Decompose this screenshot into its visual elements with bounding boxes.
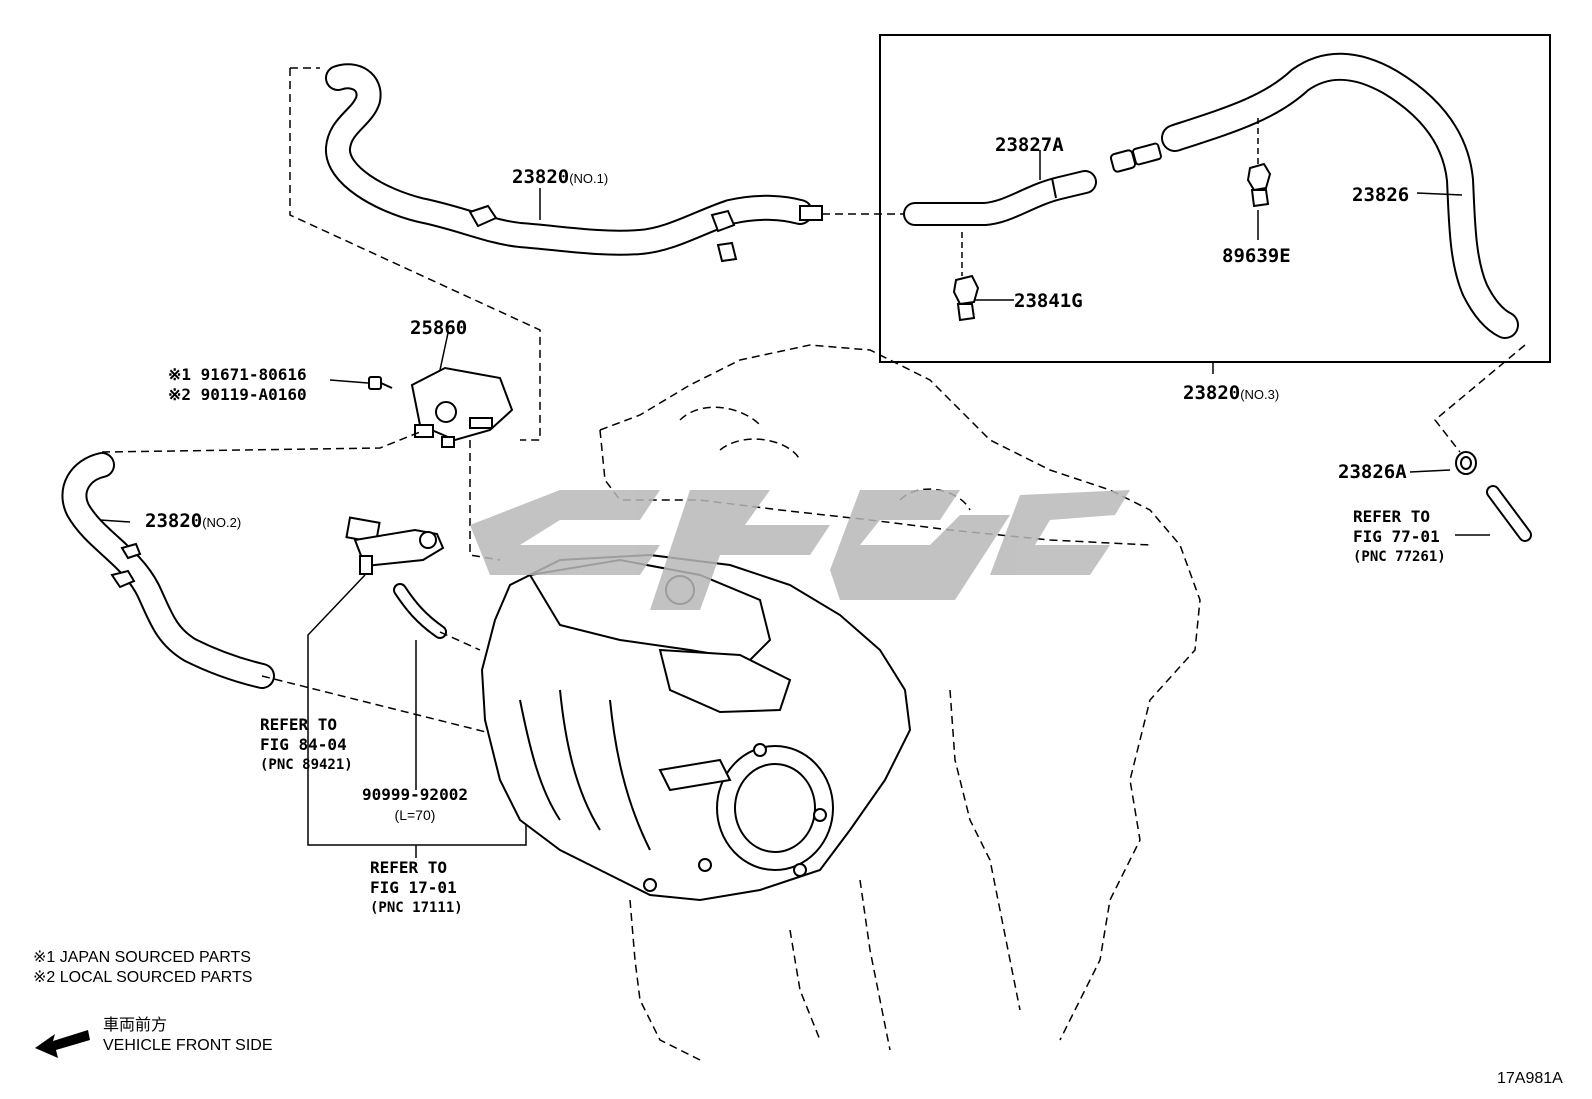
sensor-89421 [345,516,445,575]
intake-manifold [480,553,912,902]
label-23826: 23826 [1352,184,1410,206]
ref-line-2: FIG 84-04 [260,735,347,754]
ref-line-1: REFER TO [260,715,338,734]
part-suffix: (NO.3) [1240,387,1280,402]
ref-line-3: (PNC 77261) [1353,549,1446,565]
label-90999-92002: 90999-92002 (L=70) [362,785,468,825]
refer-fig-84-04: REFER TO FIG 84-04 (PNC 89421) [260,715,353,775]
label-25860: 25860 [410,317,468,339]
label-23827a: 23827A [995,134,1064,156]
ref-line-1: REFER TO [1353,507,1431,526]
note-local-sourced: ※2 LOCAL SOURCED PARTS [33,969,253,986]
note-japan-sourced: ※1 JAPAN SOURCED PARTS [33,949,251,966]
label-bolt-2: ※2 90119-A0160 [168,385,307,404]
front-label-jp: 車両前方 [103,1017,168,1034]
hose-23820-no2 [61,452,275,689]
figure-id: 17A981A [1497,1070,1563,1087]
hose-23827a [903,170,1097,226]
pipe-77261 [1486,485,1532,542]
hose-90999-92002 [393,583,447,639]
inset-box-23820-no3 [879,34,1551,363]
part-number: 23820 [512,166,570,188]
front-label-en: VEHICLE FRONT SIDE [103,1037,273,1054]
part-number: 23820 [145,510,203,532]
refer-fig-17-01: REFER TO FIG 17-01 (PNC 17111) [370,858,463,918]
refer-fig-77-01: REFER TO FIG 77-01 (PNC 77261) [1353,507,1446,567]
label-bolt-1: ※1 91671-80616 [168,365,307,384]
clip-89639e [1246,162,1272,208]
ref-line-1: REFER TO [370,858,448,877]
part-suffix: (NO.2) [202,515,242,530]
part-suffix: (L=70) [394,807,436,823]
hose-23820-no1 [325,63,823,263]
label-23820-no3: 23820(NO.3) [1183,383,1279,405]
ref-line-3: (PNC 89421) [260,757,353,773]
label-23841g: 23841G [1014,290,1083,312]
front-arrow-icon [35,1030,90,1058]
ref-line-2: FIG 17-01 [370,878,457,897]
part-number: 90999-92002 [362,785,468,804]
bolt-icon [368,376,393,390]
label-23826a: 23826A [1338,461,1407,483]
part-suffix: (NO.1) [569,171,609,186]
vsv-25860 [410,366,514,448]
watermark-logo [470,490,1130,610]
clamp-23826a [1455,451,1477,475]
connector-23827a [1109,142,1162,173]
part-number: 23820 [1183,382,1241,404]
hose-23826 [1161,52,1519,339]
clip-23841g [952,274,980,322]
label-89639e: 89639E [1222,245,1291,267]
label-23820-no2: 23820(NO.2) [145,511,241,533]
ref-line-2: FIG 77-01 [1353,527,1440,546]
ref-line-3: (PNC 17111) [370,900,463,916]
label-23820-no1: 23820(NO.1) [512,167,608,189]
leader-lines [99,150,1490,858]
